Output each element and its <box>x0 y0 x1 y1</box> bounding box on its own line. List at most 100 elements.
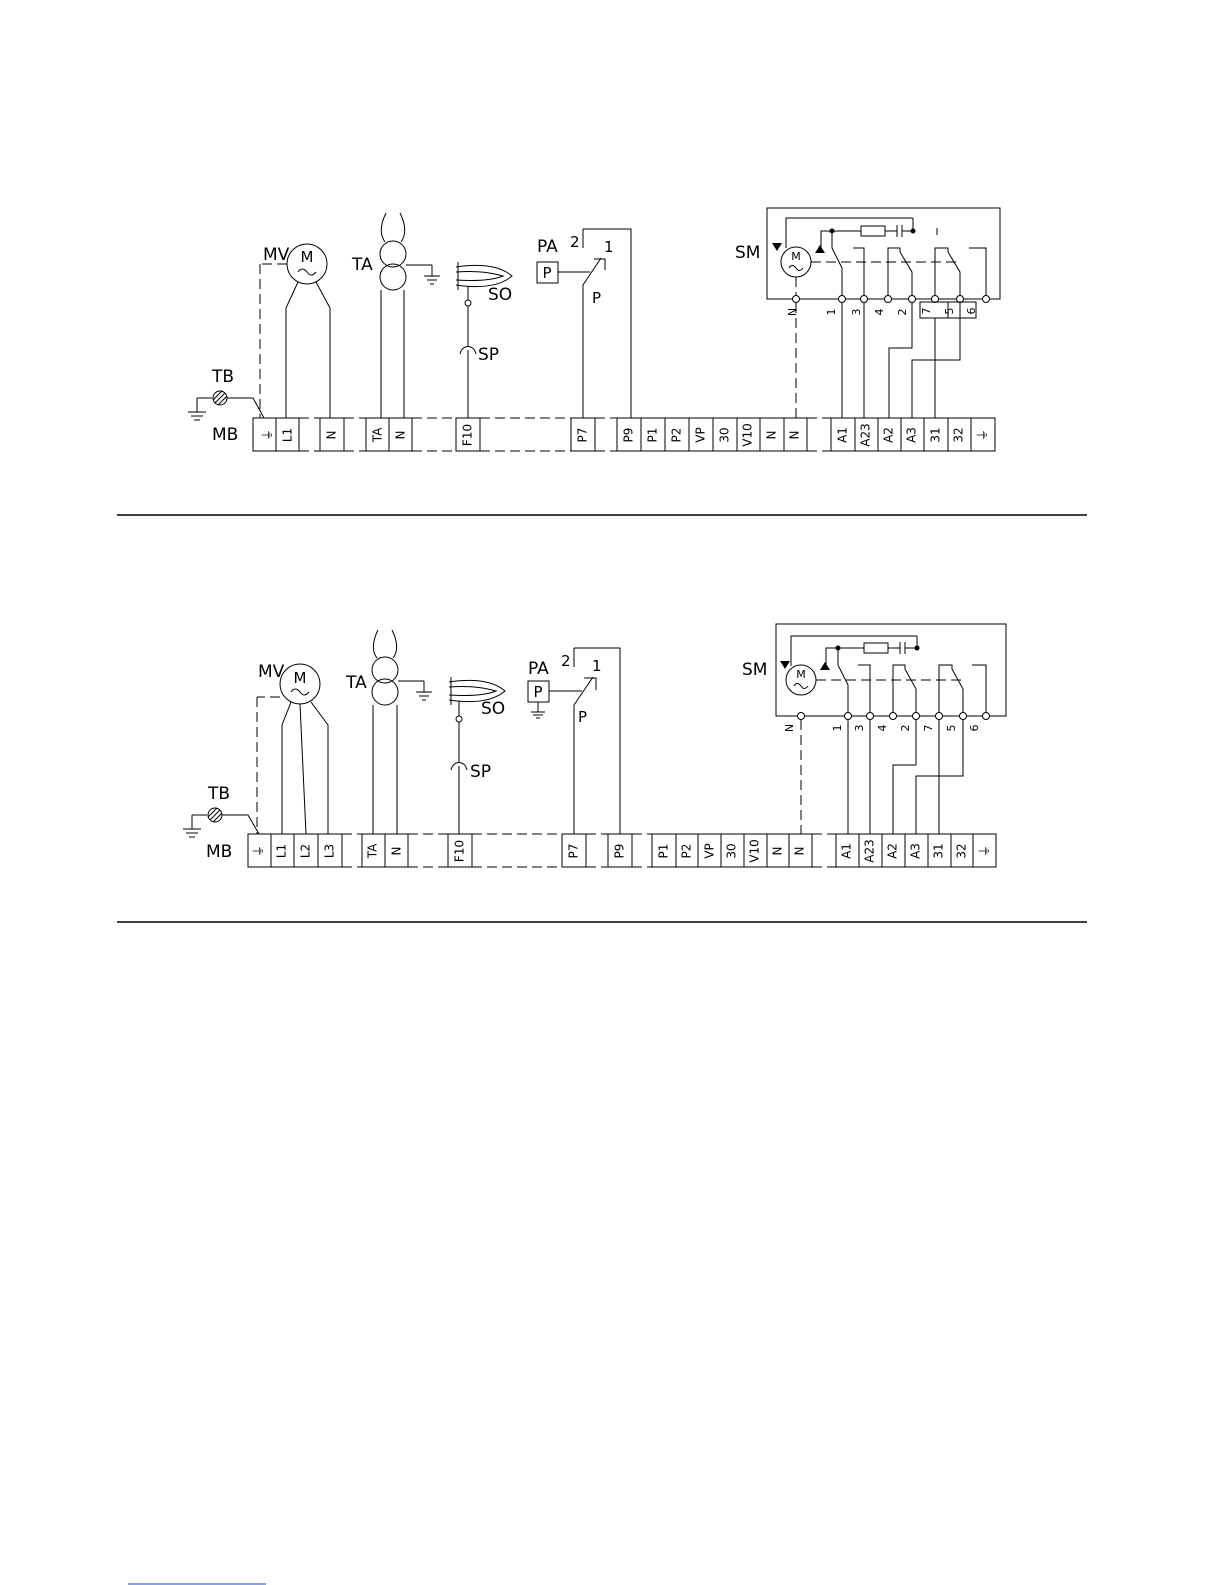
terminal-label: N <box>793 847 807 856</box>
terminal-label: P9 <box>613 844 627 859</box>
terminal-label: TA <box>371 427 385 443</box>
ignition-so-sp: SO SP <box>456 262 512 418</box>
terminal-label: 31 <box>929 427 943 442</box>
terminal-label: TA <box>366 843 380 859</box>
sm-terminal-label: 2 <box>896 309 909 316</box>
servomotor-sm: SM M <box>742 624 1006 834</box>
terminal-label: A23 <box>863 839 877 862</box>
terminal-label: F10 <box>461 424 475 446</box>
terminal-label: P1 <box>657 844 671 859</box>
wiring-diagram-2: ⏚ L1 L2 L3 TA N F10 P7 P9 P1 P2 VP 30 V1… <box>183 624 1006 867</box>
terminal-label: L1 <box>275 844 289 858</box>
terminal-label: 30 <box>725 843 739 858</box>
terminal-label: 30 <box>718 427 732 442</box>
fan-motor-mv: MV M <box>260 244 330 418</box>
so-label: SO <box>481 699 505 719</box>
terminal-label: VP <box>694 427 708 442</box>
terminal-label: V10 <box>748 839 762 862</box>
mb-label: MB <box>206 842 232 862</box>
terminal-label: 32 <box>952 427 966 442</box>
svg-text:P: P <box>533 683 542 701</box>
svg-text:P: P <box>578 708 587 726</box>
terminal-label: P7 <box>567 844 581 859</box>
pa-label: PA <box>537 237 558 257</box>
pressure-switch-pa: PA P 2 1 P <box>537 229 631 418</box>
terminal-label: A2 <box>886 843 900 859</box>
terminal-label: N <box>765 431 779 440</box>
sm-terminal-label: 1 <box>831 725 844 732</box>
terminal-label: ⏚ <box>978 845 992 857</box>
terminal-label: ⏚ <box>976 429 990 441</box>
sm-terminal-label: 5 <box>943 308 956 315</box>
terminal-label: V10 <box>741 423 755 446</box>
sm-terminal-label: N <box>786 308 799 316</box>
terminal-label: P9 <box>622 428 636 443</box>
terminal-label: ⏚ <box>261 429 275 441</box>
tb-label: TB <box>207 784 230 804</box>
terminal-label: A1 <box>840 843 854 859</box>
terminal-label: N <box>394 431 408 440</box>
transformer-ta: TA <box>345 630 432 834</box>
svg-text:M: M <box>301 248 314 266</box>
servomotor-sm: SM M <box>735 208 1000 418</box>
terminal-label: P2 <box>670 428 684 443</box>
ignition-so-sp: SO SP <box>449 677 505 834</box>
terminal-label: A1 <box>836 427 850 443</box>
terminal-label: 32 <box>955 843 969 858</box>
terminal-board-tb: TB <box>188 367 264 420</box>
sm-terminal-label: 4 <box>873 309 886 316</box>
terminal-label: P2 <box>680 844 694 859</box>
svg-text:P: P <box>592 289 601 307</box>
sp-label: SP <box>478 345 499 365</box>
mv-label: MV <box>263 245 290 265</box>
sm-terminal-label: 7 <box>922 725 935 732</box>
pressure-switch-pa: PA P 2 1 P <box>528 648 620 834</box>
so-label: SO <box>488 285 512 305</box>
svg-text:1: 1 <box>604 238 614 256</box>
terminal-label: A3 <box>909 843 923 859</box>
terminal-label: VP <box>703 843 717 858</box>
sm-label: SM <box>735 243 760 263</box>
terminal-label: ⏚ <box>252 845 266 857</box>
sm-terminal-label: N <box>783 724 796 732</box>
sp-label: SP <box>470 762 491 782</box>
sm-terminal-label: 5 <box>945 725 958 732</box>
wiring-diagram-1: ⏚ L1 N TA N F10 P7 P9 P1 P2 VP 30 V10 N … <box>188 208 1000 451</box>
terminal-label: A3 <box>905 427 919 443</box>
svg-text:1: 1 <box>592 657 602 675</box>
terminal-label: L3 <box>323 844 337 858</box>
terminal-label: 31 <box>932 843 946 858</box>
terminal-label: P7 <box>576 428 590 443</box>
sm-terminal-label: 3 <box>850 309 863 316</box>
terminal-label: N <box>390 847 404 856</box>
terminal-label: F10 <box>453 840 467 862</box>
svg-text:M: M <box>796 668 806 681</box>
terminal-label: A2 <box>882 427 896 443</box>
sm-terminal-label: 6 <box>968 725 981 732</box>
transformer-ta: TA <box>351 213 440 418</box>
mb-label: MB <box>212 425 238 445</box>
tb-label: TB <box>211 367 234 387</box>
terminal-label: P1 <box>646 428 660 443</box>
terminal-label: L2 <box>299 844 313 858</box>
sm-terminal-label: 1 <box>825 309 838 316</box>
svg-text:M: M <box>294 669 307 687</box>
terminal-label: A23 <box>859 423 873 446</box>
terminal-label: N <box>325 431 339 440</box>
ta-label: TA <box>351 255 373 275</box>
terminal-label: L1 <box>281 428 295 442</box>
sm-terminal-label: 3 <box>853 725 866 732</box>
svg-text:P: P <box>542 264 551 282</box>
svg-text:2: 2 <box>570 233 580 251</box>
terminal-label: N <box>788 431 802 440</box>
fan-motor-mv: MV M <box>257 662 328 834</box>
sm-terminal-label: 7 <box>920 308 933 315</box>
terminal-board-tb: TB <box>183 784 259 837</box>
sm-terminal-label: 2 <box>899 725 912 732</box>
terminal-label: N <box>771 847 785 856</box>
ta-label: TA <box>345 673 367 693</box>
sm-label: SM <box>742 660 767 680</box>
svg-text:M: M <box>791 250 801 263</box>
sm-terminal-label: 6 <box>965 308 978 315</box>
